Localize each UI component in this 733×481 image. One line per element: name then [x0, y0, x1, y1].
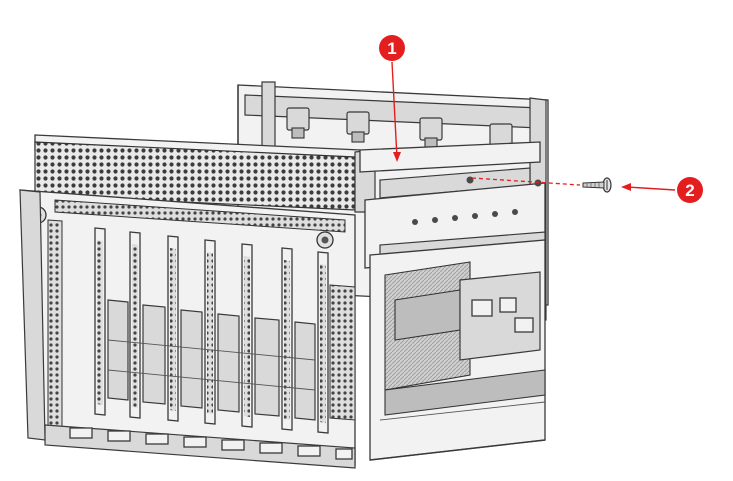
front-left-edge — [19, 189, 46, 441]
callout-2: 2 — [621, 177, 703, 203]
pcie-slot-7 — [317, 251, 329, 434]
screw-icon — [582, 177, 612, 193]
pcie-slot-2 — [129, 231, 141, 419]
callout-1-arrowhead — [393, 152, 401, 162]
callout-2-leader — [626, 186, 676, 191]
pcie-slot-5 — [241, 243, 253, 428]
base-plate — [44, 424, 356, 469]
callout-2-badge — [677, 177, 703, 203]
callout-2-arrowhead — [621, 183, 631, 191]
pcie-slot-4 — [204, 239, 216, 425]
pcie-slot-1 — [94, 227, 106, 416]
callout-2-number: 2 — [685, 181, 694, 200]
pcie-slot-6 — [281, 247, 293, 431]
pcie-slot-3 — [167, 235, 179, 422]
callout-1-number: 1 — [387, 39, 396, 58]
pcie-slot-covers — [94, 227, 329, 434]
right-side-panel — [369, 239, 546, 461]
callout-1-badge — [379, 35, 405, 61]
rear-connectors — [286, 107, 513, 155]
top-vented-cover — [34, 134, 376, 213]
callout-1: 1 — [379, 35, 405, 162]
internal-cards — [107, 299, 316, 421]
callout-1-leader — [391, 61, 398, 159]
